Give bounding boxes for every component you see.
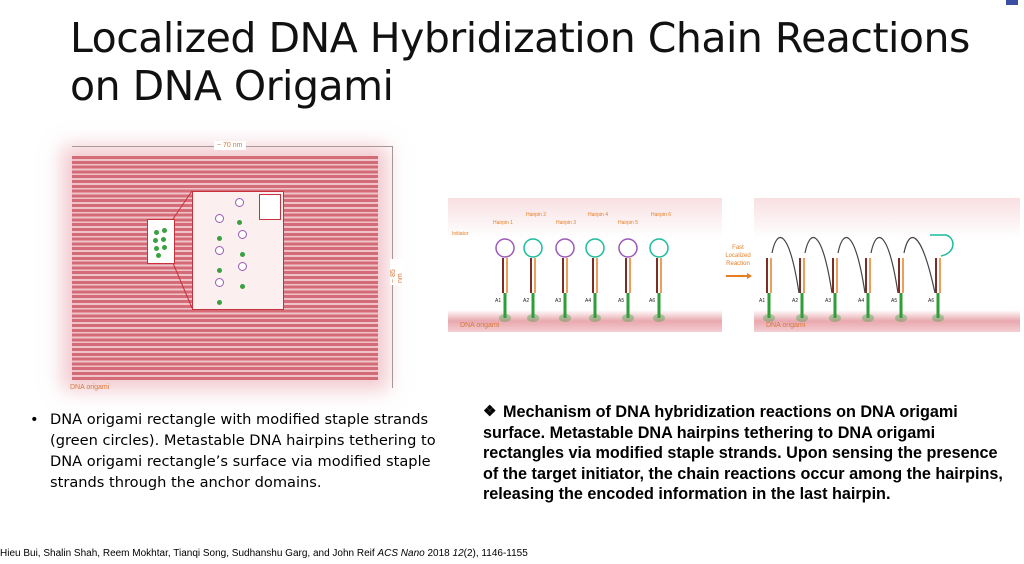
right-bullet-text: Mechanism of DNA hybridization reactions… — [483, 403, 1003, 503]
hairpin — [495, 238, 515, 322]
hairpins-before-figure: DNA origami Initiator Hairpin 1 Hairpin 2… — [448, 198, 722, 332]
origami-label: DNA origami — [766, 322, 806, 329]
anchor-label: A6 — [928, 298, 935, 304]
hairpin-loop — [238, 230, 247, 239]
staple-dot — [240, 284, 245, 289]
reaction-arrow-icon — [726, 273, 752, 279]
anchor-label: A4 — [858, 298, 865, 304]
citation-year: 2018 — [427, 548, 450, 559]
hairpin — [862, 236, 899, 322]
hairpin — [829, 236, 866, 322]
anchor-label: A1 — [495, 298, 502, 304]
origami-label: DNA origami — [70, 384, 110, 391]
citation: Hieu Bui, Shalin Shah, Reem Mokhtar, Tia… — [0, 548, 528, 559]
hairpins-after-figure: DNA origami A1 A2 A3 A4 A5 A6 — [754, 198, 1020, 332]
zoom-lines — [172, 190, 193, 309]
staple-dot — [156, 253, 161, 258]
hairpin — [763, 236, 800, 322]
hairpin — [585, 238, 605, 322]
hairpin-label: Hairpin 6 — [651, 212, 672, 218]
staple-dot — [162, 228, 167, 233]
staple-dot — [217, 268, 222, 273]
released-strand — [930, 234, 954, 257]
left-bullet: • DNA origami rectangle with modified st… — [30, 409, 450, 493]
anchor-label: A2 — [792, 298, 799, 304]
hairpin — [895, 236, 936, 322]
height-label: ~ 85 nm — [390, 259, 404, 285]
staple-dot — [154, 246, 159, 251]
staple-cluster-box — [147, 219, 175, 264]
hairpin — [523, 238, 543, 322]
hairpin-label: Hairpin 3 — [556, 220, 577, 226]
figure-glow — [754, 198, 1020, 238]
anchor-label: A1 — [759, 298, 766, 304]
staple-dot — [217, 236, 222, 241]
citation-volume: 12 — [452, 548, 464, 559]
hairpin-loop — [235, 198, 244, 207]
hairpin — [555, 238, 575, 322]
right-bullet: ❖ Mechanism of DNA hybridization reactio… — [483, 402, 1003, 505]
anchor-label: A3 — [555, 298, 562, 304]
staple-dot — [162, 245, 167, 250]
hairpin-loop — [215, 246, 224, 255]
figure-glow — [448, 198, 722, 238]
left-bullet-text: DNA origami rectangle with modified stap… — [50, 411, 436, 491]
anchor-label: A5 — [891, 298, 898, 304]
anchor-label: A3 — [825, 298, 832, 304]
hairpin-label: Hairpin 1 — [493, 220, 514, 226]
width-label: ~ 70 nm — [214, 141, 246, 150]
hairpin-loop — [238, 262, 247, 271]
origami-rectangle-figure: ~ 70 nm ~ 85 nm DNA origami — [68, 140, 410, 395]
citation-journal: ACS Nano — [377, 548, 425, 559]
hairpin-label: Hairpin 4 — [588, 212, 609, 218]
hairpin-label: Hairpin 5 — [618, 220, 639, 226]
initiator-label: Initiator — [452, 231, 469, 237]
anchor-label: A4 — [585, 298, 592, 304]
origami-surface — [448, 310, 722, 332]
hairpin — [618, 238, 638, 322]
staple-dot — [217, 300, 222, 305]
hairpin — [932, 258, 944, 322]
staple-dot — [240, 252, 245, 257]
staple-dot — [153, 238, 158, 243]
staple-dot — [161, 237, 166, 242]
hairpin — [649, 238, 669, 322]
anchor-label: A2 — [523, 298, 530, 304]
hairpin-diagram — [495, 238, 669, 322]
diamond-bullet-icon: ❖ — [483, 403, 497, 420]
hairpin-diagram — [763, 234, 954, 322]
bullet-icon: • — [30, 411, 39, 428]
origami-surface — [754, 310, 1020, 332]
citation-authors: Hieu Bui, Shalin Shah, Reem Mokhtar, Tia… — [0, 548, 375, 559]
hairpin-loop — [215, 214, 224, 223]
anchor-label: A5 — [618, 298, 625, 304]
anchor-label: A6 — [649, 298, 656, 304]
staple-dot — [154, 230, 159, 235]
slide-corner-marker — [1006, 0, 1018, 5]
inset-legend-box — [259, 194, 281, 220]
title-line-1: Localized DNA Hybridization Chain Reacti… — [70, 14, 970, 62]
title-line-2: on DNA Origami — [70, 62, 394, 110]
citation-pages: (2), 1146-1155 — [463, 548, 528, 559]
origami-label: DNA origami — [460, 322, 500, 329]
slide-title: Localized DNA Hybridization Chain Reacti… — [70, 14, 970, 110]
hairpin — [796, 236, 833, 322]
hairpin-label: Hairpin 2 — [526, 212, 547, 218]
staple-dot — [237, 220, 242, 225]
reaction-label: Fast Localized Reaction — [725, 245, 751, 267]
hairpin-loop — [215, 278, 224, 287]
